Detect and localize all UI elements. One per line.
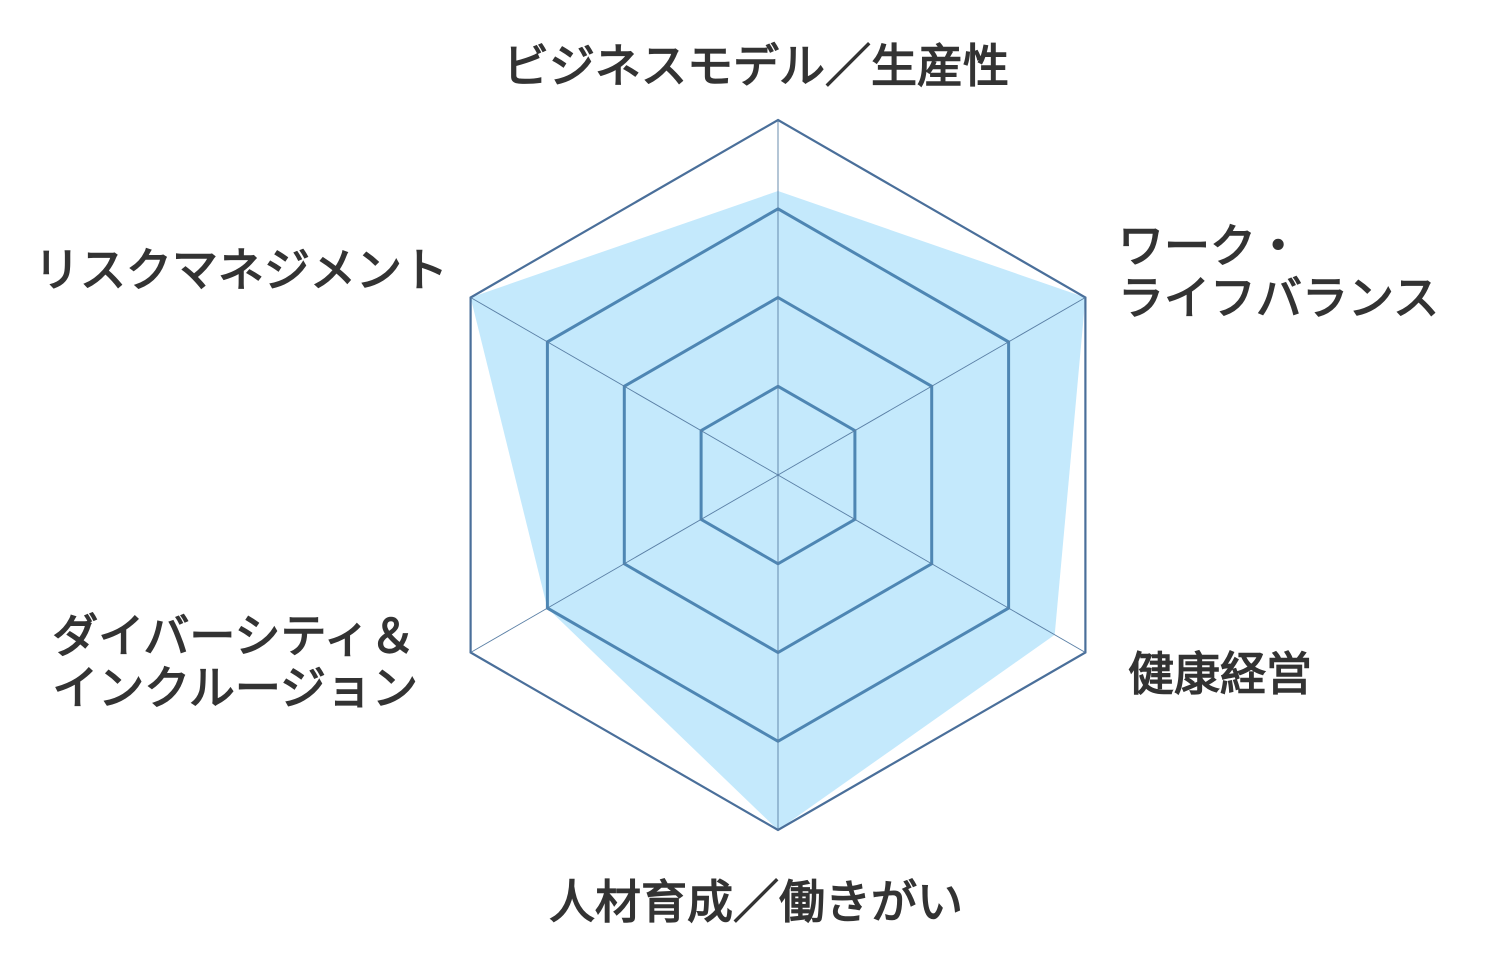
axis-label-line: 健康経営 [1128, 647, 1312, 701]
axis-label-business-model: ビジネスモデル／生産性 [0, 40, 1512, 92]
axis-label-line: リスクマネジメント [34, 243, 448, 297]
axis-spoke-2 [777, 297, 1086, 476]
axis-label-line: ワーク・ [1118, 219, 1302, 273]
axis-label-risk-management: リスクマネジメント [34, 244, 448, 296]
axis-label-line: インクルージョン [52, 661, 418, 715]
axis-label-diversity-inclusion: ダイバーシティ＆ インクルージョン [52, 610, 418, 714]
axis-label-health-management: 健康経営 [1128, 648, 1312, 700]
axis-spoke-6 [470, 297, 779, 476]
axis-spoke-3 [777, 474, 1086, 653]
axis-label-line: ダイバーシティ＆ [52, 609, 416, 663]
axis-label-talent-development: 人材育成／働きがい [0, 876, 1512, 928]
axis-label-work-life-balance: ワーク・ ライフバランス [1118, 220, 1439, 324]
axis-label-line: ライフバランス [1118, 271, 1440, 325]
axis-label-line: 人材育成／働きがい [549, 875, 963, 929]
axis-label-line: ビジネスモデル／生産性 [503, 39, 1009, 93]
axis-spoke-5 [470, 474, 779, 653]
